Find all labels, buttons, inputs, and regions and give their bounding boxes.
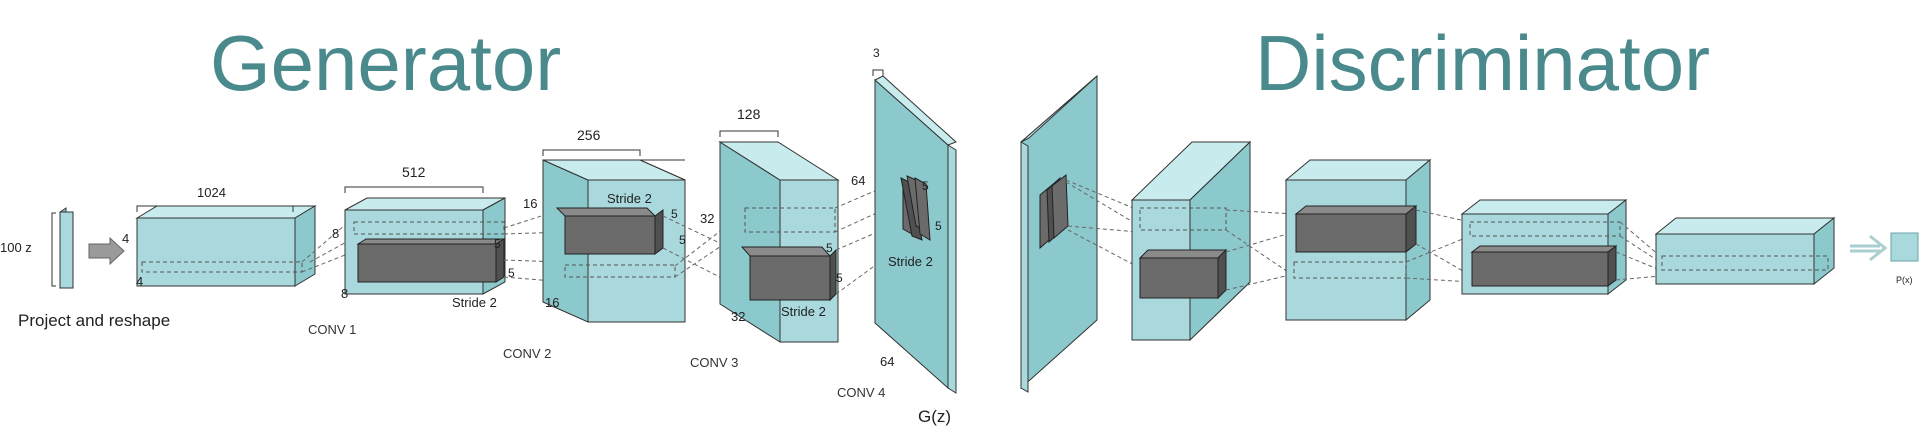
project-width-label: 1024: [197, 185, 226, 200]
disc-output-square: [1890, 232, 1919, 262]
conv1-kernel-a: 5: [494, 237, 501, 251]
conv2-kernel-a: 5: [671, 207, 678, 221]
disc-connections-4: [1615, 221, 1661, 281]
conv4-width-label: 3: [873, 46, 880, 60]
conv1-name-label: CONV 1: [308, 322, 356, 337]
conv3-height-label: 32: [700, 211, 714, 226]
conv4-depth-label: 64: [880, 354, 894, 369]
conv2-kernel-b: 5: [679, 233, 686, 247]
conv2-name-label: CONV 2: [503, 346, 551, 361]
disc-connections-3: [1405, 209, 1471, 283]
conv2-stride-label: Stride 2: [607, 191, 652, 206]
conv4-kernel-a: 5: [922, 179, 929, 193]
conv2-height-label: 16: [523, 196, 537, 211]
conv2-depth-label: 16: [545, 295, 559, 310]
conv1-width-label: 512: [402, 164, 426, 180]
project-block: [135, 205, 317, 287]
conv4-slab: [872, 69, 957, 394]
disc-connections-2: [1225, 209, 1295, 291]
disc-conv4-block: [1654, 216, 1836, 286]
disc-output-arrow: [1850, 234, 1888, 262]
generator-title: Generator: [210, 19, 561, 107]
gz-label: G(z): [918, 407, 951, 426]
conv1-height-label: 8: [332, 226, 339, 241]
conv3-depth-label: 32: [731, 309, 745, 324]
conv3-width-label: 128: [737, 106, 761, 122]
conv3-kernel-a: 5: [826, 241, 833, 255]
conv1-kernel-b: 5: [508, 266, 515, 280]
conv4-stride-label: Stride 2: [888, 254, 933, 269]
discriminator-title: Discriminator: [1255, 19, 1710, 107]
conv3-name-label: CONV 3: [690, 355, 738, 370]
conv1-depth-label: 8: [341, 286, 348, 301]
disc-input-slab: [1020, 74, 1098, 393]
conv2-block: [542, 149, 686, 323]
disc-conv3-block: [1460, 198, 1628, 296]
conv3-block: [718, 130, 840, 343]
project-depth-label: 4: [136, 274, 143, 289]
project-height-label: 4: [122, 231, 129, 246]
disc-output-label: P(x): [1896, 275, 1913, 285]
project-arrow: [88, 236, 125, 266]
connections-project-conv1: [301, 224, 351, 273]
conv4-kernel-b: 5: [935, 219, 942, 233]
input-z-vector: [51, 207, 74, 289]
project-reshape-label: Project and reshape: [18, 311, 170, 330]
conv1-stride-label: Stride 2: [452, 295, 497, 310]
conv4-height-label: 64: [851, 173, 865, 188]
conv3-stride-label: Stride 2: [781, 304, 826, 319]
disc-connections-1: [1065, 179, 1141, 269]
conv2-width-label: 256: [577, 127, 601, 143]
conv1-block: [344, 186, 506, 295]
conv3-kernel-b: 5: [836, 271, 843, 285]
conv4-name-label: CONV 4: [837, 385, 885, 400]
disc-conv1-block: [1130, 140, 1252, 342]
z-label: 100 z: [0, 240, 32, 255]
disc-conv2-block: [1284, 158, 1432, 322]
